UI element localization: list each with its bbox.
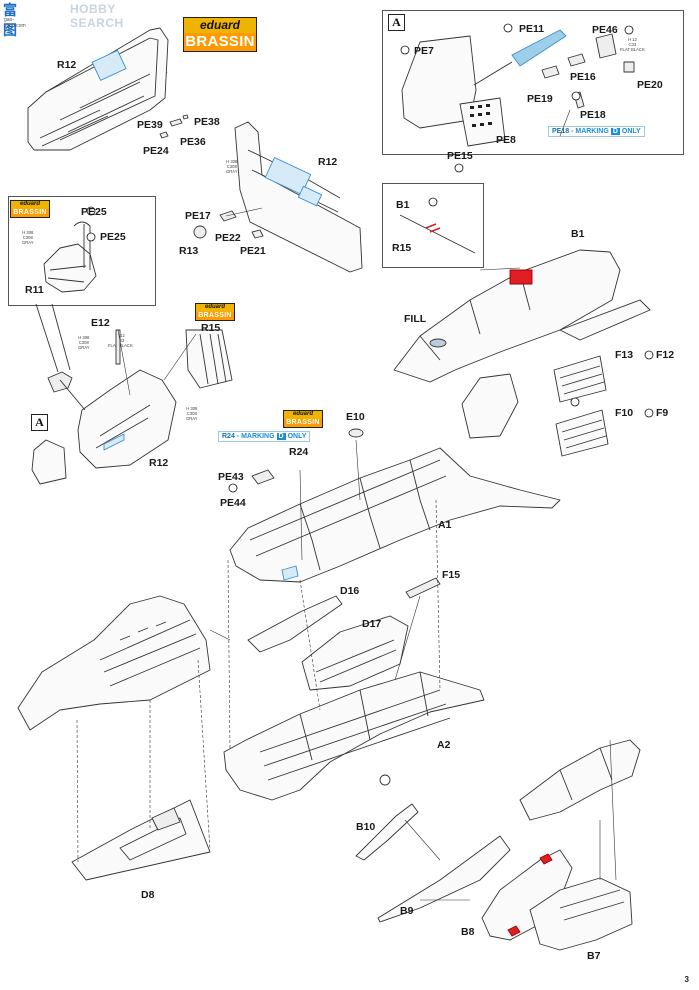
watermark-glyphs: 富图 [3, 3, 17, 39]
label-pe25-a: PE25 [81, 206, 107, 218]
paint-code-flat-black-2: H 12 C33 FLAT BLACK [620, 37, 645, 52]
label-pe17: PE17 [185, 210, 211, 222]
label-d16: D16 [340, 585, 360, 597]
label-r11: R11 [25, 284, 44, 296]
paint-code-gray-3: H 308 C308 GRAY [22, 230, 34, 245]
label-pe16: PE16 [570, 71, 596, 83]
label-d8: D8 [141, 889, 155, 901]
label-pe44: PE44 [220, 497, 246, 509]
label-pe46: PE46 [592, 24, 618, 36]
label-f9: F9 [656, 407, 669, 419]
step-a-box-top: A [388, 14, 405, 31]
label-pe22: PE22 [215, 232, 241, 244]
label-f10: F10 [615, 407, 634, 419]
label-e12: E12 [91, 317, 110, 329]
label-b8: B8 [461, 926, 475, 938]
brassin-badge-r24: eduard BRASSIN [283, 410, 323, 428]
label-f15: F15 [442, 569, 461, 581]
label-r12-top: R12 [57, 59, 77, 71]
label-f13: F13 [615, 349, 634, 361]
label-f12: F12 [656, 349, 675, 361]
label-d17: D17 [362, 618, 382, 630]
label-b1: B1 [571, 228, 585, 240]
label-pe43: PE43 [218, 471, 244, 483]
drawing-a1 [229, 447, 561, 583]
label-b10: B10 [356, 821, 376, 833]
label-a2: A2 [437, 739, 451, 751]
brassin-badge-r11: eduard BRASSIN [10, 200, 50, 218]
panel-b1-box [382, 183, 484, 268]
drawing-r15 [185, 329, 233, 389]
label-b1-detail: B1 [396, 199, 410, 211]
brassin-badge-r15: eduard BRASSIN [195, 303, 235, 321]
label-pe25-b: PE25 [100, 231, 126, 243]
drawing-panel-a [401, 29, 635, 147]
step-a-box-left: A [31, 414, 48, 431]
label-r15-detail: R15 [392, 242, 412, 254]
label-r12-mid: R12 [318, 156, 338, 168]
label-r24: R24 [289, 446, 309, 458]
paint-code-gray-5: H 308 C308 GRAY [186, 406, 198, 421]
label-pe24: PE24 [143, 145, 169, 157]
drawing-r12-low [77, 369, 177, 469]
brassin-badge-main: eduard BRASSIN [183, 17, 257, 52]
label-pe19: PE19 [527, 93, 553, 105]
label-pe7: PE7 [414, 45, 434, 57]
panel-r11-box [8, 196, 156, 306]
drawing-r12-top [27, 27, 169, 151]
label-r12-low: R12 [149, 457, 169, 469]
label-r13: R13 [179, 245, 199, 257]
label-pe36: PE36 [180, 136, 206, 148]
watermark-mark: HOBBY SEARCH [70, 2, 124, 30]
label-e10: E10 [346, 411, 365, 423]
drawing-r11 [43, 221, 97, 293]
label-pe11: PE11 [519, 23, 545, 35]
label-pe38: PE38 [194, 116, 220, 128]
watermark-site: gao-shou.com [4, 17, 26, 29]
drawing-a2 [223, 671, 485, 801]
drawing-r12-mid [234, 121, 363, 273]
label-b7: B7 [587, 950, 601, 962]
page-number: 3 [684, 975, 689, 984]
drawing-d8 [71, 799, 211, 881]
label-pe15: PE15 [447, 150, 473, 162]
drawing-left-forward [17, 595, 211, 731]
drawing-b7-b8 [481, 849, 633, 951]
label-b9: B9 [400, 905, 414, 917]
drawing-b1-fuselage [393, 249, 651, 383]
label-fill: FILL [404, 313, 427, 325]
label-r15: R15 [201, 322, 221, 334]
label-pe20: PE20 [637, 79, 663, 91]
label-pe8: PE8 [496, 134, 516, 146]
paint-code-gray-2: H 308 C308 GRAY [226, 159, 238, 174]
label-a1: A1 [438, 519, 452, 531]
paint-code-gray-4: H 308 C308 GRAY [78, 335, 90, 350]
label-pe39: PE39 [137, 119, 163, 131]
panel-a-box [382, 10, 684, 155]
label-pe18: PE18 [580, 109, 606, 121]
label-pe21: PE21 [240, 245, 266, 257]
